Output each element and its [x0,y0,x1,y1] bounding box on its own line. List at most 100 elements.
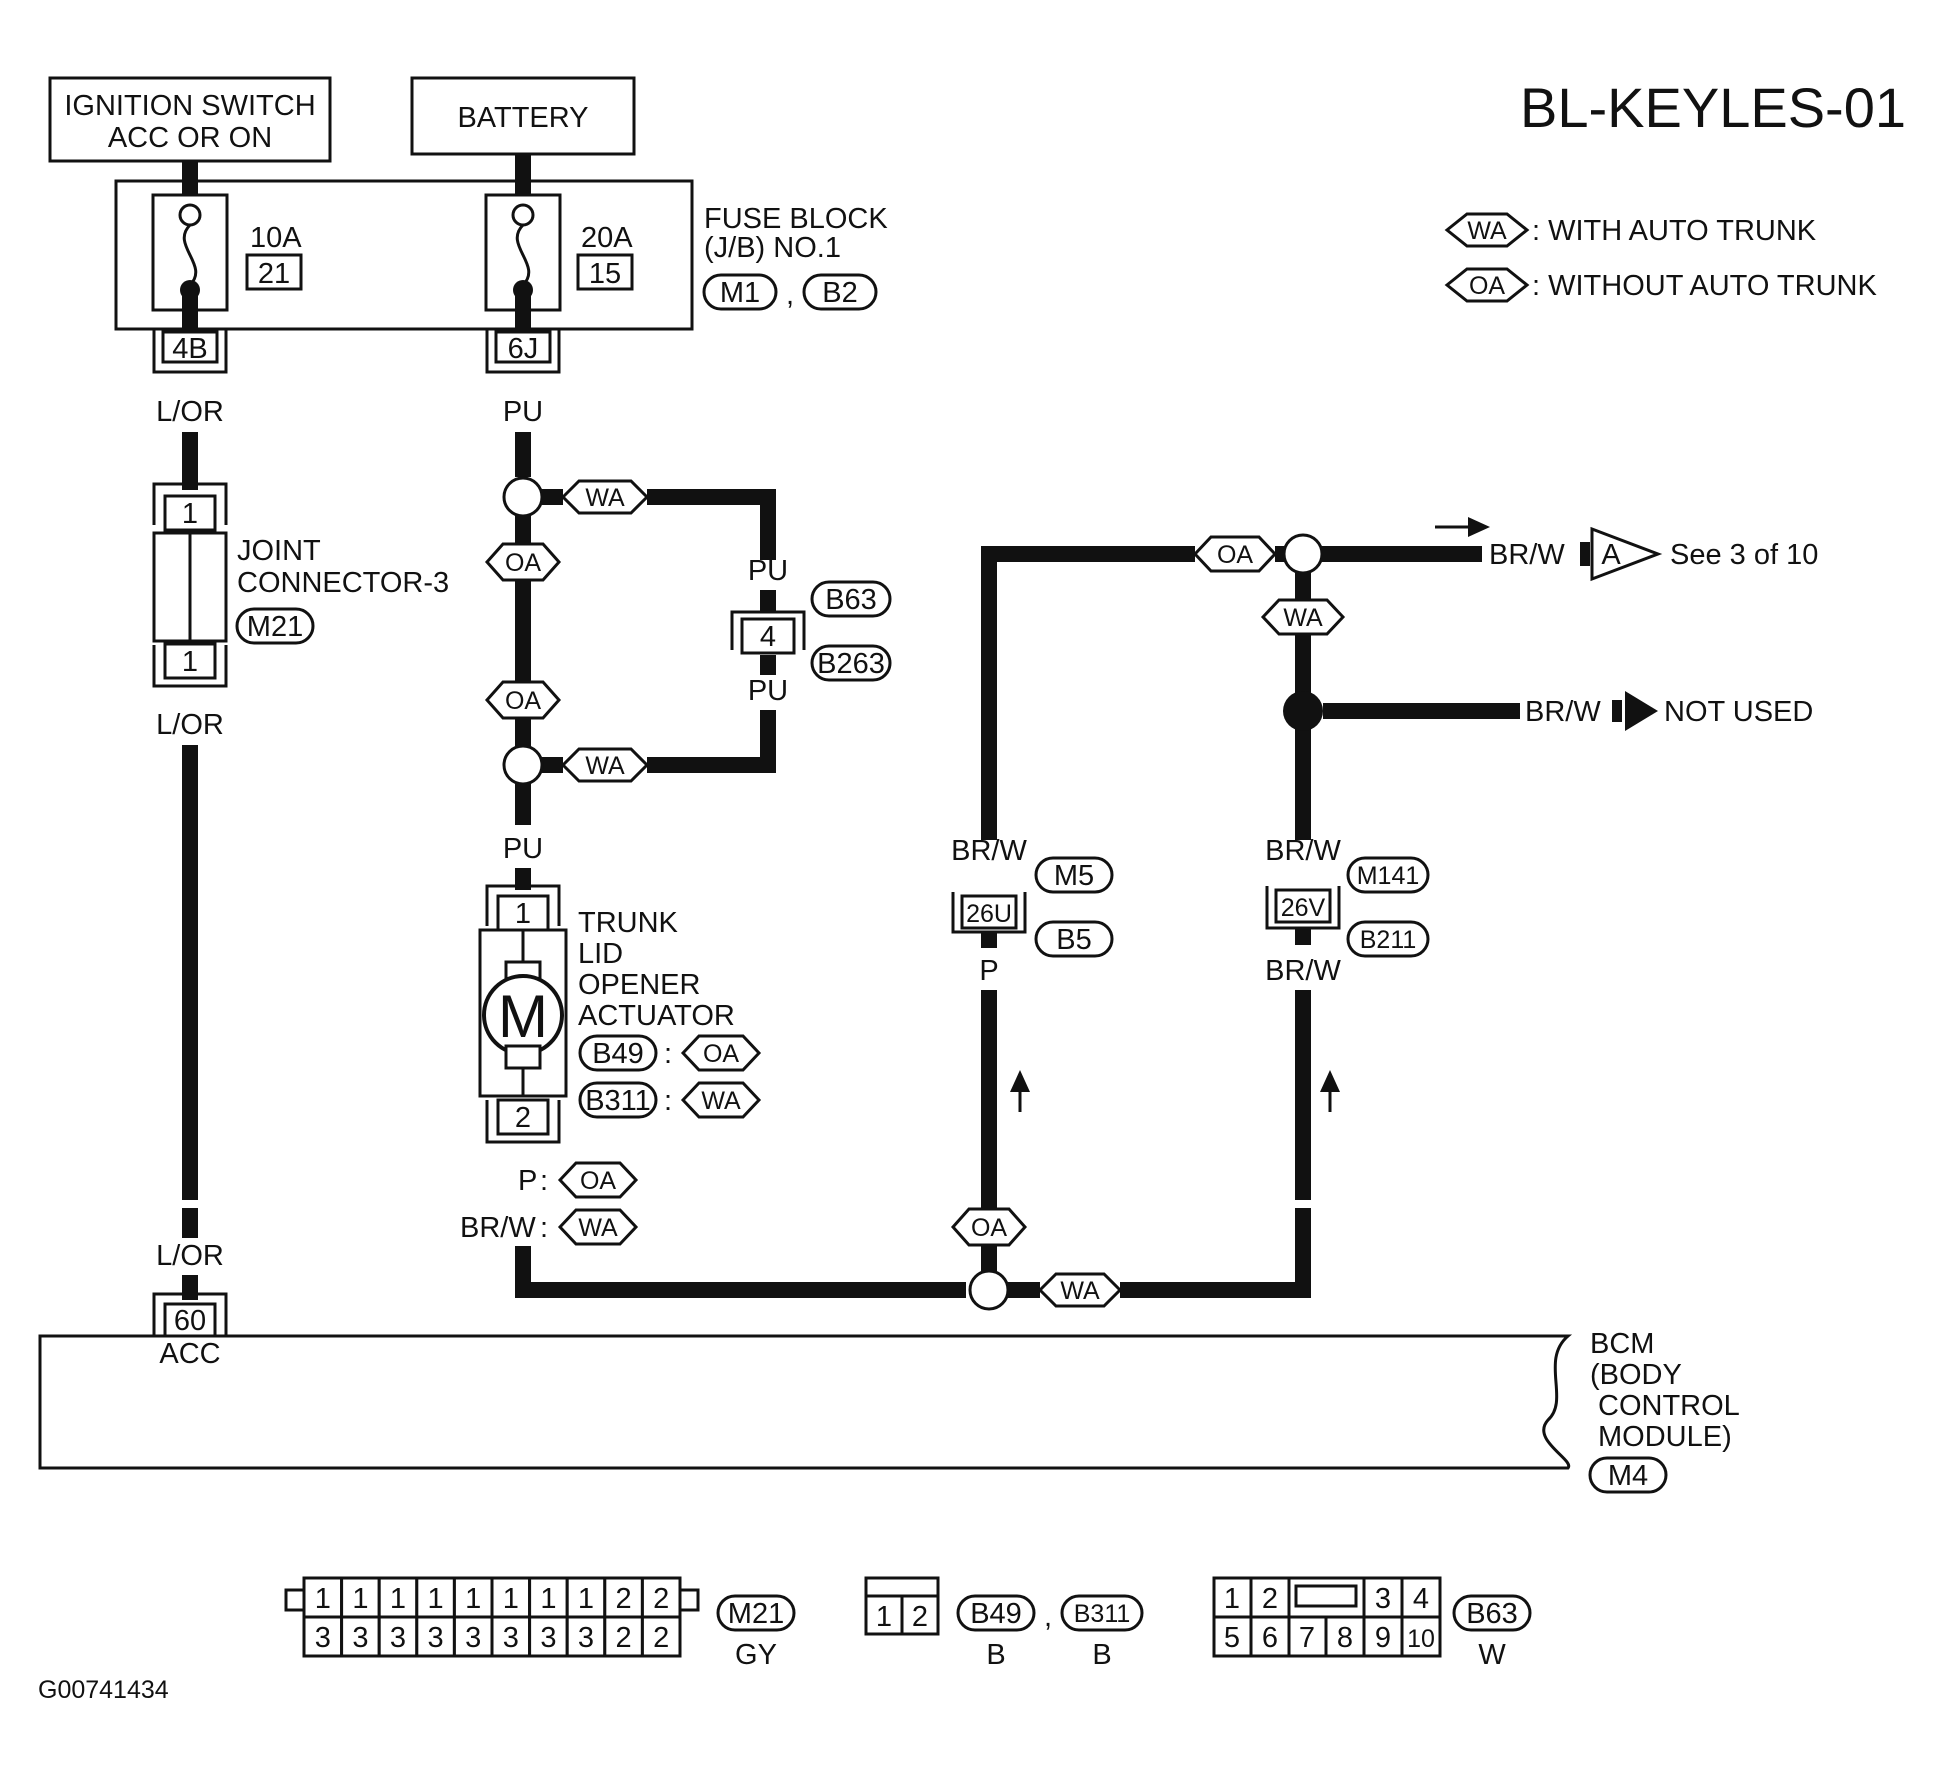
fuse-block-title-line2: (J/B) NO.1 [704,232,841,264]
bcm-terminal-26u: BR/W 26U M5 B5 P [951,835,1114,987]
svg-text:5: 5 [1224,1622,1240,1654]
oa-tag: OA [484,680,562,720]
svg-text:9: 9 [1375,1622,1391,1654]
legend-tag: WA [1467,217,1507,245]
pin-number: 3 [578,1622,594,1654]
wire-color-l-or: L/OR [156,709,224,741]
svg-text:B311: B311 [1074,1600,1131,1628]
wa-tag-icon [1444,212,1530,248]
oa-tag: OA [1192,535,1278,573]
svg-text:WA: WA [1060,1277,1100,1305]
svg-text:4: 4 [760,621,776,653]
bcm-terminal-26v: BR/W 26V M141 B211 BR/W [1265,835,1430,987]
splice-open [502,476,544,518]
actuator-title: ACTUATOR [578,1000,735,1032]
pin-number: 1 [390,1583,406,1615]
wire-color-l-or: L/OR [156,1240,224,1272]
arrow-up-icon [1010,1070,1030,1112]
wa-tag: WA [1037,1272,1123,1308]
wire-color-br-w: BR/W [1265,955,1341,987]
svg-text:B63: B63 [1466,1598,1518,1630]
wire-color-pu: PU [748,555,788,587]
svg-text:M141: M141 [1357,862,1420,890]
output-see-3-of-10: BR/W A See 3 of 10 [1435,517,1818,582]
pin-number: 3 [503,1622,519,1654]
splice-open [1282,533,1324,575]
svg-text:B: B [1092,1639,1111,1671]
wa-tag: WA [560,479,650,515]
svg-text:B263: B263 [817,648,885,680]
svg-text:WA: WA [1283,604,1323,632]
wa-tag: WA [1260,598,1346,636]
svg-text:OA: OA [505,687,541,715]
splice-closed [1283,691,1323,731]
svg-text:WA: WA [585,484,625,512]
wire-color-br-w: BR/W [951,835,1027,867]
svg-text:B63: B63 [825,584,877,616]
pin-number: 1 [315,1583,331,1615]
pin-number: 1 [428,1583,444,1615]
wire-color-p: P [979,955,998,987]
separator: , [786,279,794,311]
bcm-terminal-60: 60 [152,1292,228,1338]
oa-tag: OA [950,1207,1028,1247]
svg-text:1: 1 [515,898,531,930]
diagram-code: BL-KEYLES-01 [1520,76,1906,139]
bcm-title: CONTROL [1598,1390,1740,1422]
actuator-output-p: P : OA [518,1161,639,1199]
bcm-connector: M4 [1608,1460,1648,1492]
svg-text:8: 8 [1337,1622,1353,1654]
svg-text:See 3 of 10: See 3 of 10 [1670,539,1818,571]
fuse-20a: 20A 15 [484,193,634,330]
svg-text:60: 60 [174,1305,206,1337]
colon: : [540,1212,548,1244]
arrow-up-icon [1320,1070,1340,1112]
bcm-title: (BODY [1590,1359,1682,1391]
wire-color-br-w: BR/W [1265,835,1341,867]
fuse-amps: 10A [250,222,302,254]
pin-cell [340,1615,381,1658]
ignition-label-line2: ACC OR ON [108,122,272,154]
svg-text:NOT USED: NOT USED [1664,696,1813,728]
separator: , [1044,1601,1052,1633]
pin-number: 2 [616,1583,632,1615]
svg-text:WA: WA [701,1087,741,1115]
svg-text:BR/W: BR/W [460,1212,536,1244]
bcm-acc-label: ACC [159,1338,220,1370]
battery-box: BATTERY [410,76,636,156]
joint-connector-3: 1 1 JOINT CONNECTOR-3 M21 [152,482,449,688]
svg-text:OA: OA [580,1167,616,1195]
joint-title-line1: JOINT [237,535,321,567]
oa-tag-icon [1444,267,1530,303]
actuator-title: LID [578,938,623,970]
legend-without-auto-trunk: OA : WITHOUT AUTO TRUNK [1444,267,1877,303]
svg-text:WA: WA [578,1214,618,1242]
actuator-output-br-w: BR/W : WA [460,1208,639,1246]
svg-text:7: 7 [1299,1622,1315,1654]
svg-text:2: 2 [912,1601,928,1633]
pin-number: 1 [503,1583,519,1615]
pin-number: 1 [465,1583,481,1615]
wire-color-pu: PU [503,833,543,865]
actuator-title: TRUNK [578,907,679,939]
pin-cell [415,1615,456,1658]
svg-text:1: 1 [1224,1583,1240,1615]
splice-open [502,744,544,786]
ignition-label-line1: IGNITION SWITCH [64,90,315,122]
pin-number: 3 [352,1622,368,1654]
svg-text:B49: B49 [970,1598,1022,1630]
svg-text:M5: M5 [1054,860,1094,892]
svg-text:2: 2 [1262,1583,1278,1615]
legend-text: : WITHOUT AUTO TRUNK [1532,270,1877,302]
battery-label: BATTERY [457,102,588,134]
legend-text: : WITH AUTO TRUNK [1532,215,1817,247]
fuse-block-connector: M1 [720,277,760,309]
wa-tag: WA [560,747,650,783]
pin-number: 1 [352,1583,368,1615]
legend-tag: OA [1469,272,1505,300]
svg-text:10: 10 [1407,1625,1435,1653]
pin-view-b49-b311: 1 2 B49 , B311 B B [864,1576,1144,1671]
svg-text:OA: OA [1217,541,1253,569]
fuse-number: 15 [589,258,621,290]
svg-text:3: 3 [1375,1583,1391,1615]
